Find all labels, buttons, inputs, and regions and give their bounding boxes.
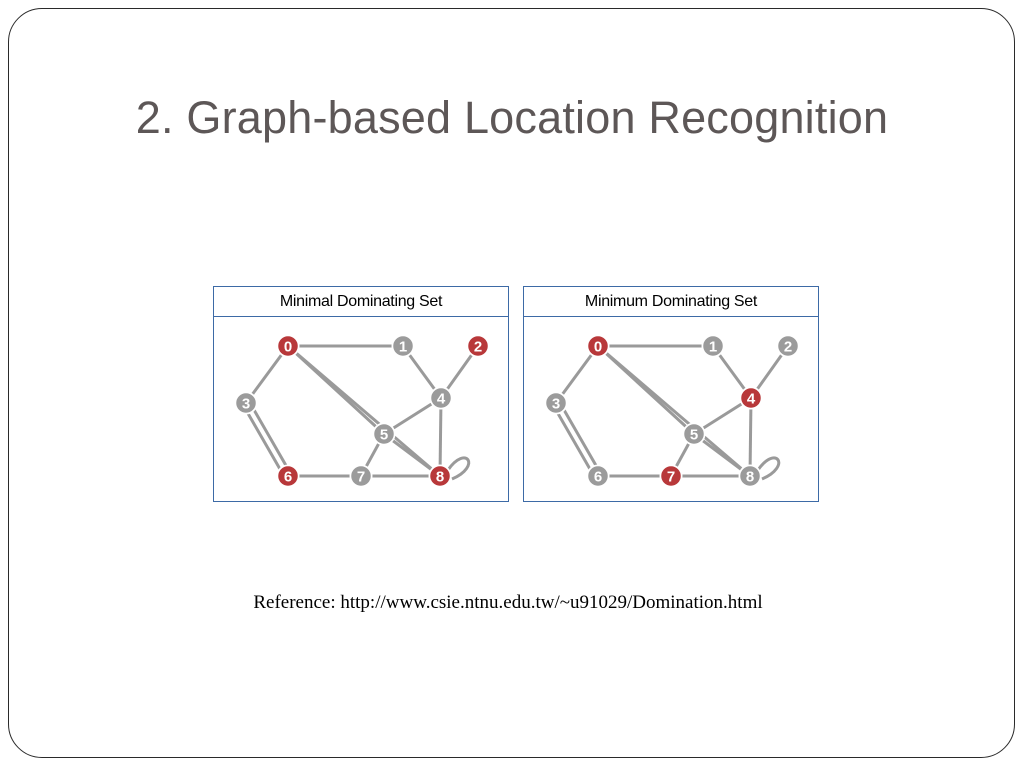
edge-3-6 — [551, 403, 597, 479]
edge-5-8 — [383, 432, 441, 478]
node-circle — [372, 422, 396, 446]
node-label: 6 — [594, 469, 602, 486]
edge-3-6 — [557, 400, 603, 476]
node-label: 7 — [357, 469, 365, 486]
node-1: 1 — [391, 334, 415, 358]
node-6: 6 — [276, 464, 300, 488]
node-circle — [349, 464, 373, 488]
node-6: 6 — [586, 464, 610, 488]
node-circle — [586, 334, 610, 358]
node-label: 0 — [594, 339, 602, 356]
edges — [241, 344, 480, 481]
node-label: 5 — [380, 427, 388, 444]
graph-diagram-minimal: 0 1 2 3 4 5 6 7 8 — [234, 334, 490, 488]
node-label: 6 — [284, 469, 292, 486]
edge-0-3 — [244, 345, 290, 404]
node-circle — [276, 334, 300, 358]
node-label: 2 — [784, 339, 792, 356]
node-circle — [586, 464, 610, 488]
node-circle — [682, 422, 706, 446]
node-5: 5 — [372, 422, 396, 446]
node-circle — [276, 464, 300, 488]
node-7: 7 — [349, 464, 373, 488]
edges — [551, 344, 790, 481]
node-8: 8 — [428, 464, 452, 488]
node-circle — [701, 334, 725, 358]
node-circle — [428, 464, 452, 488]
node-label: 4 — [437, 391, 446, 408]
node-label: 1 — [399, 339, 407, 356]
edge-4-8 — [748, 397, 753, 477]
node-circle — [429, 386, 453, 410]
node-circle — [776, 334, 800, 358]
edge-3-6 — [241, 403, 287, 479]
node-circle — [466, 334, 490, 358]
node-4: 4 — [739, 386, 763, 410]
diagram-panel-minimum: Minimum Dominating Set 0 1 2 3 4 5 6 7 8 — [523, 286, 819, 502]
node-label: 8 — [436, 469, 444, 486]
node-8: 8 — [738, 464, 762, 488]
reference-text: Reference: http://www.csie.ntnu.edu.tw/~… — [253, 592, 763, 613]
node-label: 0 — [284, 339, 292, 356]
node-circle — [391, 334, 415, 358]
node-label: 7 — [667, 469, 675, 486]
node-label: 1 — [709, 339, 717, 356]
edge-self-loop-8 — [756, 456, 781, 481]
slide-title: 2. Graph-based Location Recognition — [135, 92, 889, 143]
node-2: 2 — [776, 334, 800, 358]
node-label: 3 — [242, 396, 250, 413]
node-0: 0 — [276, 334, 300, 358]
node-5: 5 — [682, 422, 706, 446]
edge-0-8 — [287, 344, 441, 478]
node-label: 2 — [474, 339, 482, 356]
node-circle — [234, 391, 258, 415]
node-label: 4 — [747, 391, 756, 408]
node-0: 0 — [586, 334, 610, 358]
edge-3-6 — [247, 400, 293, 476]
edge-5-8 — [693, 432, 751, 478]
node-3: 3 — [234, 391, 258, 415]
node-label: 3 — [552, 396, 560, 413]
node-circle — [739, 386, 763, 410]
node-7: 7 — [659, 464, 683, 488]
node-circle — [544, 391, 568, 415]
edge-0-3 — [554, 345, 600, 404]
node-2: 2 — [466, 334, 490, 358]
node-3: 3 — [544, 391, 568, 415]
panel-title: Minimum Dominating Set — [524, 287, 818, 317]
node-4: 4 — [429, 386, 453, 410]
edge-self-loop-8 — [446, 456, 471, 481]
edge-4-8 — [438, 397, 443, 477]
node-1: 1 — [701, 334, 725, 358]
panel-title: Minimal Dominating Set — [214, 287, 508, 317]
graph-diagram-minimum: 0 1 2 3 4 5 6 7 8 — [544, 334, 800, 488]
node-label: 8 — [746, 469, 754, 486]
diagram-panel-minimal: Minimal Dominating Set 0 1 2 3 4 5 6 7 8 — [213, 286, 509, 502]
node-label: 5 — [690, 427, 698, 444]
edge-0-8 — [597, 344, 751, 478]
slide-frame — [8, 8, 1015, 758]
node-circle — [659, 464, 683, 488]
node-circle — [738, 464, 762, 488]
